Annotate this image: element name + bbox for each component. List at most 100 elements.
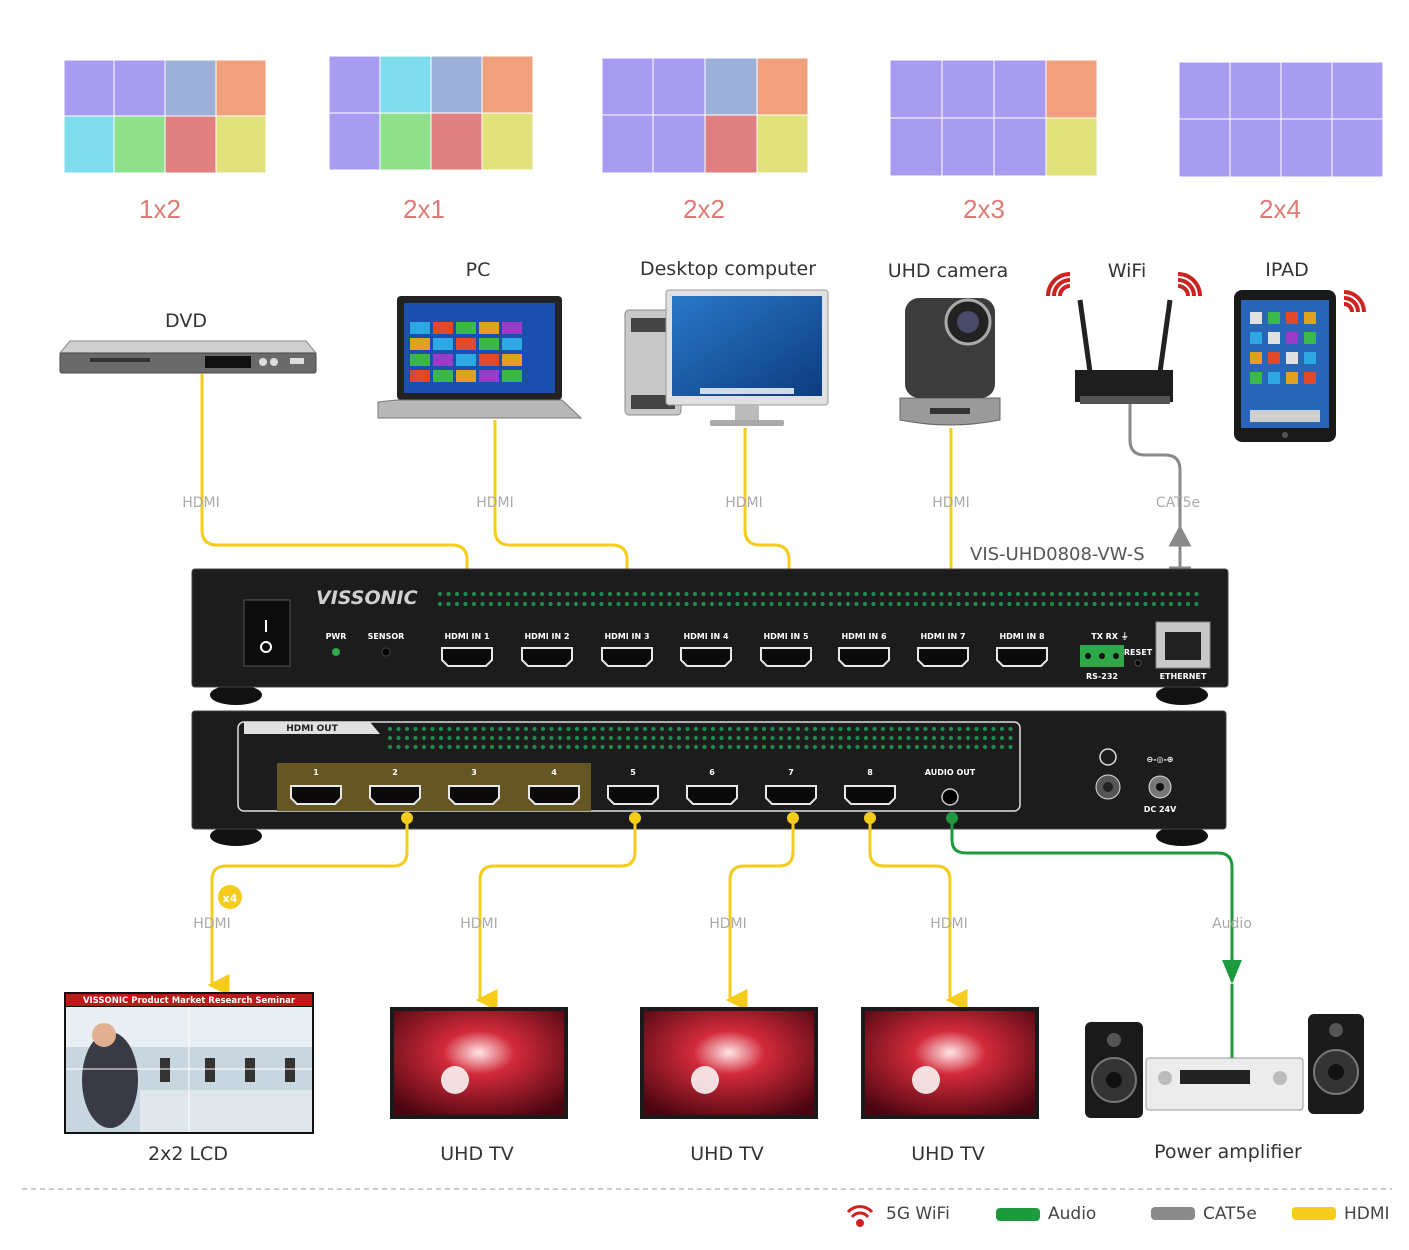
audio-out-label: AUDIO OUT bbox=[925, 768, 976, 777]
hdmi-port-1 bbox=[441, 647, 493, 667]
hdmi-port-label-3: 3 bbox=[471, 768, 477, 777]
wifi-signal-icon bbox=[1046, 272, 1202, 297]
layout-label-1x2: 1x2 bbox=[139, 194, 181, 224]
hdmi-out-title: HDMI OUT bbox=[286, 724, 338, 734]
video-wall-lcd-icon: VISSONIC Product Market Research Seminar bbox=[64, 992, 314, 1134]
uhd-tv-icon bbox=[640, 1007, 818, 1119]
lcd-banner-text: VISSONIC Product Market Research Seminar bbox=[83, 996, 296, 1006]
source-label-wifi: WiFi bbox=[1108, 260, 1146, 282]
conn-label-out-4: HDMI bbox=[930, 916, 968, 932]
legend: 5G WiFi Audio CAT5e HDMI bbox=[846, 1204, 1390, 1227]
legend-swatch-cat5e bbox=[1151, 1207, 1195, 1220]
hdmi-port-4 bbox=[528, 785, 580, 805]
display-label-tv-3: UHD TV bbox=[911, 1143, 984, 1165]
front-vent-dots bbox=[437, 591, 1199, 607]
hdmi-port-label-2: HDMI IN 2 bbox=[524, 632, 569, 641]
audio-cable bbox=[946, 812, 1242, 1062]
conn-label-in-4: HDMI bbox=[932, 495, 970, 511]
legend-label-audio: Audio bbox=[1048, 1204, 1096, 1224]
dvd-player-icon bbox=[58, 340, 318, 374]
hdmi-port-7 bbox=[765, 785, 817, 805]
layout-grid-1x2 bbox=[63, 59, 267, 174]
hdmi-port-label-1: 1 bbox=[313, 768, 319, 777]
conn-label-out-1: HDMI bbox=[193, 916, 231, 932]
hdmi-port-label-4: 4 bbox=[551, 768, 557, 777]
reset-label: RESET bbox=[1124, 648, 1153, 657]
txrx-label: TX RX ⏚ bbox=[1091, 632, 1129, 641]
conn-label-out-2: HDMI bbox=[460, 916, 498, 932]
conn-label-in-1: HDMI bbox=[182, 495, 220, 511]
ipad-wifi-signal-icon bbox=[1343, 290, 1366, 313]
display-label-tv-2: UHD TV bbox=[690, 1143, 763, 1165]
layout-grid-2x3 bbox=[889, 59, 1098, 177]
legend-wifi-icon bbox=[846, 1205, 874, 1227]
hdmi-port-label-1: HDMI IN 1 bbox=[444, 632, 490, 641]
conn-label-audio: Audio bbox=[1212, 916, 1252, 932]
front-control-block: TX RX ⏚ RS-232 RESET ETHERNET bbox=[1080, 621, 1211, 681]
hdmi-port-label-5: 5 bbox=[630, 768, 636, 777]
rear-vent-dots bbox=[387, 726, 1013, 750]
conn-label-out-3: HDMI bbox=[709, 916, 747, 932]
multiplier-badge: x4 bbox=[218, 885, 242, 909]
output-cable-endpoints bbox=[401, 812, 876, 824]
power-amplifier-icon bbox=[1085, 1014, 1364, 1118]
device-rear-panel: HDMI OUT AUDIO OUT ⊖-◎-⊕ DC 24V bbox=[191, 710, 1227, 846]
hdmi-port-label-3: HDMI IN 3 bbox=[604, 632, 649, 641]
pwr-label: PWR bbox=[326, 632, 347, 641]
layout-grid-2x4 bbox=[1178, 61, 1384, 178]
source-label-camera: UHD camera bbox=[888, 260, 1009, 282]
source-label-pc: PC bbox=[466, 259, 491, 281]
hdmi-port-8 bbox=[996, 647, 1048, 667]
legend-swatch-audio bbox=[996, 1208, 1040, 1221]
brand-logo: VISSONIC bbox=[316, 587, 418, 609]
layout-label-2x3: 2x3 bbox=[963, 194, 1005, 224]
dc-label: DC 24V bbox=[1144, 805, 1177, 814]
display-label-amplifier: Power amplifier bbox=[1154, 1141, 1302, 1163]
hdmi-port-label-8: HDMI IN 8 bbox=[999, 632, 1045, 641]
sensor-label: SENSOR bbox=[368, 632, 405, 641]
hdmi-port-label-6: HDMI IN 6 bbox=[841, 632, 887, 641]
layout-grid-2x2 bbox=[601, 57, 809, 174]
display-label-lcd: 2x2 LCD bbox=[148, 1143, 228, 1165]
hdmi-port-3 bbox=[448, 785, 500, 805]
legend-label-hdmi: HDMI bbox=[1344, 1204, 1390, 1224]
power-polarity-label: ⊖-◎-⊕ bbox=[1146, 755, 1173, 764]
display-label-tv-1: UHD TV bbox=[440, 1143, 513, 1165]
conn-label-in-3: HDMI bbox=[725, 495, 763, 511]
hdmi-port-7 bbox=[917, 647, 969, 667]
wifi-router-icon bbox=[1075, 299, 1173, 404]
hdmi-port-label-7: 7 bbox=[788, 768, 794, 777]
hdmi-port-label-5: HDMI IN 5 bbox=[763, 632, 809, 641]
input-cables bbox=[200, 374, 969, 595]
hdmi-port-1 bbox=[290, 785, 342, 805]
source-label-ipad: IPAD bbox=[1265, 259, 1308, 281]
hdmi-port-3 bbox=[601, 647, 653, 667]
hdmi-port-2 bbox=[521, 647, 573, 667]
legend-label-cat5e: CAT5e bbox=[1203, 1204, 1257, 1224]
hdmi-port-2 bbox=[369, 785, 421, 805]
legend-label-wifi: 5G WiFi bbox=[886, 1204, 950, 1224]
layout-label-2x1: 2x1 bbox=[403, 194, 445, 224]
layout-label-2x4: 2x4 bbox=[1259, 194, 1301, 224]
hdmi-port-8 bbox=[844, 785, 896, 805]
hdmi-port-6 bbox=[686, 785, 738, 805]
model-number: VIS-UHD0808-VW-S bbox=[970, 544, 1145, 565]
uhd-camera-icon bbox=[899, 298, 1001, 426]
hdmi-port-5 bbox=[760, 647, 812, 667]
layout-label-2x2: 2x2 bbox=[683, 194, 725, 224]
output-cables bbox=[207, 818, 968, 1011]
hdmi-port-label-8: 8 bbox=[867, 768, 873, 777]
layout-grid-2x1 bbox=[328, 55, 534, 171]
uhd-tv-icon bbox=[861, 1007, 1039, 1119]
hdmi-port-4 bbox=[680, 647, 732, 667]
rs232-label: RS-232 bbox=[1086, 672, 1118, 681]
source-label-desktop: Desktop computer bbox=[640, 258, 816, 280]
source-label-dvd: DVD bbox=[165, 310, 207, 332]
ethernet-label: ETHERNET bbox=[1160, 672, 1207, 681]
legend-swatch-hdmi bbox=[1292, 1207, 1336, 1220]
svg-text:x4: x4 bbox=[223, 892, 238, 905]
laptop-icon bbox=[377, 296, 583, 419]
conn-label-in-2: HDMI bbox=[476, 495, 514, 511]
